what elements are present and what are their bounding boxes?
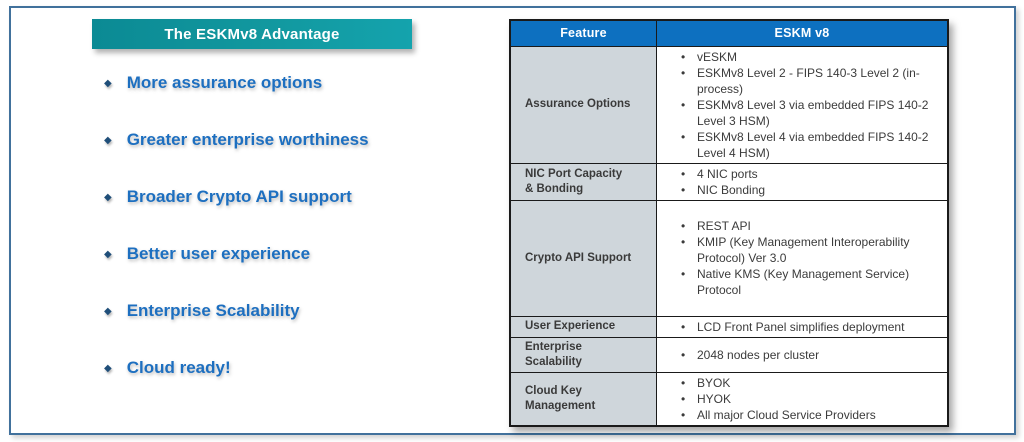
feature-value-item: REST API <box>659 218 945 234</box>
header-row: Feature ESKM v8 <box>509 19 949 47</box>
diamond-bullet-icon: ◆ <box>104 305 112 317</box>
feature-value-item: LCD Front Panel simplifies deployment <box>659 319 945 335</box>
feature-value-item: ESKMv8 Level 4 via embedded FIPS 140-2 L… <box>659 129 945 161</box>
advantage-item: ◆ Enterprise Scalability <box>104 300 484 322</box>
feature-value-list: 2048 nodes per cluster <box>659 347 945 363</box>
feature-value-cell: 2048 nodes per cluster <box>656 336 949 373</box>
advantage-item: ◆ Broader Crypto API support <box>104 186 484 208</box>
feature-value-cell: vESKMESKMv8 Level 2 - FIPS 140-3 Level 2… <box>656 45 949 164</box>
feature-value-item: 2048 nodes per cluster <box>659 347 945 363</box>
advantage-item-label: Greater enterprise worthiness <box>126 130 369 149</box>
feature-name-cell: Cloud Key Management <box>509 371 657 426</box>
feature-value-item: NIC Bonding <box>659 182 945 198</box>
feature-value-item: ESKMv8 Level 3 via embedded FIPS 140-2 L… <box>659 97 945 129</box>
header-feature: Feature <box>509 19 657 47</box>
feature-value-item: 4 NIC ports <box>659 166 945 182</box>
advantage-item: ◆ More assurance options <box>104 72 484 94</box>
feature-value-cell: BYOKHYOKAll major Cloud Service Provider… <box>656 371 949 426</box>
diamond-bullet-icon: ◆ <box>104 191 112 203</box>
feature-value-list: 4 NIC portsNIC Bonding <box>659 166 945 198</box>
feature-value-item: KMIP (Key Management Interoperability Pr… <box>659 234 945 266</box>
feature-table-wrap: Feature ESKM v8 Assurance Options vESKME… <box>509 19 949 427</box>
advantage-item-label: Cloud ready! <box>126 358 231 377</box>
table-row: NIC Port Capacity & Bonding 4 NIC portsN… <box>509 162 949 201</box>
table-row: Assurance Options vESKMESKMv8 Level 2 - … <box>509 45 949 164</box>
diamond-bullet-icon: ◆ <box>104 362 112 374</box>
advantage-item-label: Broader Crypto API support <box>126 187 352 206</box>
table-row: Crypto API Support REST APIKMIP (Key Man… <box>509 199 949 317</box>
advantage-item-label: Enterprise Scalability <box>126 301 300 320</box>
slide-frame: The ESKMv8 Advantage ◆ More assurance op… <box>9 6 1016 435</box>
feature-name-cell: Assurance Options <box>509 45 657 164</box>
feature-table: Feature ESKM v8 Assurance Options vESKME… <box>509 19 949 427</box>
feature-value-list: vESKMESKMv8 Level 2 - FIPS 140-3 Level 2… <box>659 49 945 161</box>
advantage-title-bar: The ESKMv8 Advantage <box>92 19 412 49</box>
advantage-item: ◆ Cloud ready! <box>104 357 484 379</box>
diamond-bullet-icon: ◆ <box>104 77 112 89</box>
advantage-item-label: More assurance options <box>126 73 323 92</box>
feature-value-item: Native KMS (Key Management Service) Prot… <box>659 266 945 298</box>
advantage-item: ◆ Better user experience <box>104 243 484 265</box>
table-row: Cloud Key Management BYOKHYOKAll major C… <box>509 371 949 426</box>
advantage-item-label: Better user experience <box>126 244 311 263</box>
advantage-item: ◆ Greater enterprise worthiness <box>104 129 484 151</box>
feature-value-list: LCD Front Panel simplifies deployment <box>659 319 945 335</box>
feature-value-list: BYOKHYOKAll major Cloud Service Provider… <box>659 375 945 423</box>
feature-table-head: Feature ESKM v8 <box>509 19 949 47</box>
feature-value-cell: REST APIKMIP (Key Management Interoperab… <box>656 199 949 317</box>
advantage-title: The ESKMv8 Advantage <box>164 25 340 43</box>
feature-value-item: ESKMv8 Level 2 - FIPS 140-3 Level 2 (in-… <box>659 65 945 97</box>
diamond-bullet-icon: ◆ <box>104 134 112 146</box>
diamond-bullet-icon: ◆ <box>104 248 112 260</box>
feature-value-item: HYOK <box>659 391 945 407</box>
feature-value-item: All major Cloud Service Providers <box>659 407 945 423</box>
feature-value-item: BYOK <box>659 375 945 391</box>
feature-name-cell: Crypto API Support <box>509 199 657 317</box>
header-eskm-v8: ESKM v8 <box>656 19 949 47</box>
table-row: User Experience LCD Front Panel simplifi… <box>509 315 949 338</box>
feature-table-body: Assurance Options vESKMESKMv8 Level 2 - … <box>509 45 949 426</box>
feature-name-cell: User Experience <box>509 315 657 338</box>
feature-name-cell: NIC Port Capacity & Bonding <box>509 162 657 201</box>
feature-name-cell: Enterprise Scalability <box>509 336 657 373</box>
feature-value-list: REST APIKMIP (Key Management Interoperab… <box>659 218 945 298</box>
feature-value-item: vESKM <box>659 49 945 65</box>
table-row: Enterprise Scalability 2048 nodes per cl… <box>509 336 949 373</box>
feature-value-cell: 4 NIC portsNIC Bonding <box>656 162 949 201</box>
advantage-list: ◆ More assurance options ◆ Greater enter… <box>104 72 484 414</box>
feature-value-cell: LCD Front Panel simplifies deployment <box>656 315 949 338</box>
